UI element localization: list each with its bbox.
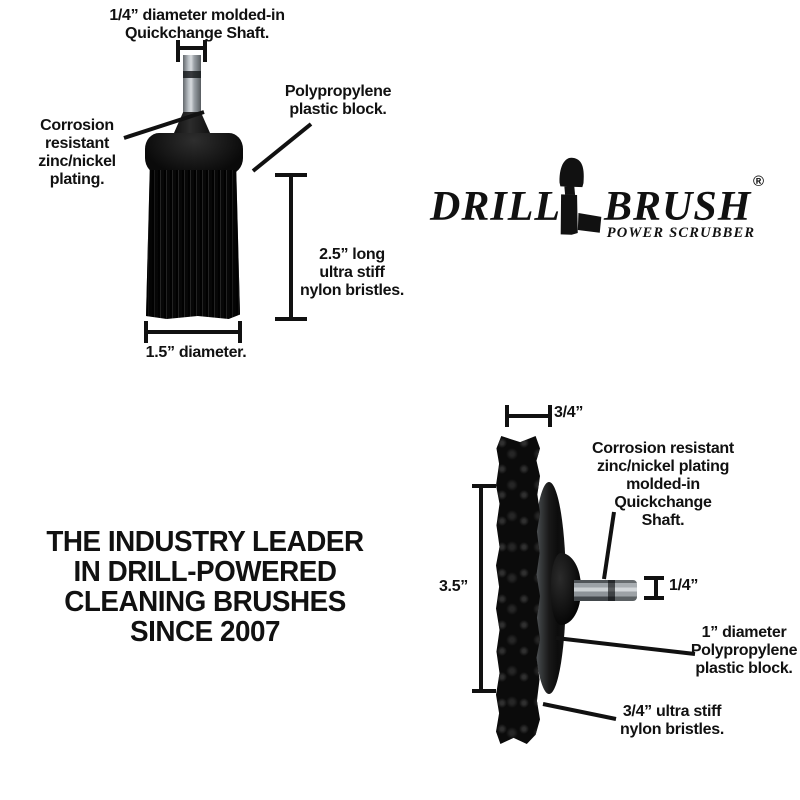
callout-cylinder-bristles-label: 2.5” long ultra stiff nylon bristles. (300, 246, 404, 299)
leader-cylinder-block (251, 122, 313, 173)
callout-disc-bristles-label: 3/4” ultra stiff nylon bristles. (620, 703, 724, 738)
callout-cylinder-block-label: Polypropylene plastic block. (284, 83, 392, 118)
callout-disc-shaft-diameter-label: 1/4” (669, 577, 699, 594)
registered-trademark-symbol: ® (753, 173, 765, 190)
logo-tagline: POWER SCRUBBER (606, 225, 756, 241)
callout-disc-width-label: 3/4” (554, 404, 584, 421)
callout-cylinder-diameter-label: 1.5” diameter. (145, 344, 247, 361)
cylinder-brush-plastic-block (145, 133, 243, 174)
leader-disc-block (555, 636, 696, 656)
dim-disc-height (472, 484, 496, 693)
logo-drill-text: DRILL (430, 184, 561, 230)
callout-cylinder-shaft-label: 1/4” diameter molded-in Quickchange Shaf… (109, 7, 285, 42)
cylinder-brush-bristles (146, 170, 240, 319)
callout-disc-shaft-label: Corrosion resistant zinc/nickel plating … (592, 440, 734, 529)
callout-disc-height-label: 3.5” (438, 578, 468, 595)
dim-disc-width (505, 405, 552, 427)
disc-brush-shaft-tip (614, 580, 637, 601)
callout-disc-block-label: 1” diameter Polypropylene plastic block. (690, 624, 798, 677)
disc-brush-shaft-groove (608, 580, 616, 601)
headline-text: THE INDUSTRY LEADER IN DRILL-POWERED CLE… (46, 526, 364, 648)
logo-brush-text: BRUSH (604, 184, 752, 230)
disc-brush-bristles (496, 436, 540, 744)
callout-cylinder-plating-label: Corrosion resistant zinc/nickel plating. (38, 117, 116, 188)
cylinder-brush-shaft-groove (183, 71, 201, 78)
dim-cylinder-diameter (144, 321, 242, 343)
drill-silhouette-icon (559, 157, 602, 235)
disc-brush-hex-shaft (574, 580, 637, 601)
dim-disc-shaft-diameter (644, 576, 664, 600)
